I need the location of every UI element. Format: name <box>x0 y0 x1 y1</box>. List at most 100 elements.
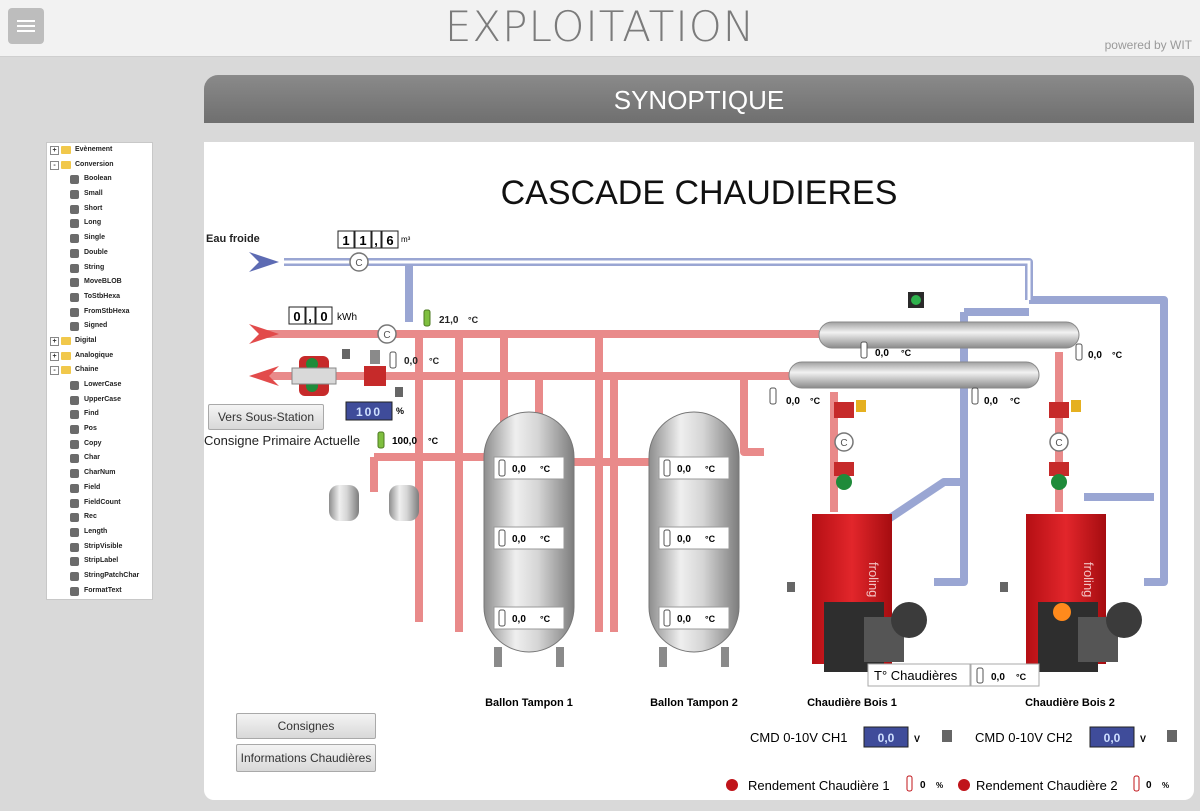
function-icon <box>70 586 79 596</box>
expansion-vessels <box>329 485 419 521</box>
tree-expander-icon[interactable]: - <box>50 160 59 170</box>
tree-item[interactable]: Boolean <box>47 172 152 187</box>
boiler-1-brand: froling <box>866 562 881 597</box>
tree-item-label: Single <box>84 234 106 242</box>
tree-expander-icon[interactable]: + <box>50 146 59 155</box>
tree-item[interactable]: Copy <box>47 437 152 452</box>
tree-item[interactable]: MoveBLOB <box>47 275 152 290</box>
tree-item[interactable]: FromStbHexa <box>47 305 152 320</box>
tank-temperature-unit: °C <box>705 464 716 474</box>
boiler-2-pump-symbol: C <box>1055 438 1062 449</box>
boiler-1-pump-symbol: C <box>840 438 847 449</box>
tank-temperature-unit: °C <box>540 464 551 474</box>
informations-chaudieres-button[interactable]: Informations Chaudières <box>236 744 376 772</box>
tree-item-label: Find <box>84 410 99 418</box>
tree-item[interactable]: +Digital <box>47 334 152 349</box>
folder-icon <box>61 336 71 345</box>
thermometer-icon <box>976 667 984 684</box>
settings-icon[interactable] <box>787 582 795 592</box>
thermometer-icon <box>906 775 913 792</box>
tree-item[interactable]: -Conversion <box>47 158 152 173</box>
tank-temperature-value: 0,0 <box>677 614 691 625</box>
tree-item[interactable]: Pos <box>47 422 152 437</box>
rendement-1-value: 0 <box>920 780 926 791</box>
tree-item[interactable]: +Analogique <box>47 349 152 364</box>
tree-item-label: Evènement <box>75 146 113 153</box>
thermometer-icon <box>1133 775 1140 792</box>
tree-item[interactable]: FormatText <box>47 584 152 599</box>
thermometer-icon <box>769 387 777 405</box>
tree-item[interactable]: Find <box>47 407 152 422</box>
return-temperature-unit: °C <box>429 356 440 366</box>
consignes-button[interactable]: Consignes <box>236 713 376 739</box>
tree-item[interactable]: StringPatchChar <box>47 569 152 584</box>
tree-item-label: Long <box>84 219 102 227</box>
cmd-ch2-display <box>1089 726 1135 748</box>
settings-icon[interactable] <box>1167 730 1177 742</box>
thermometer-icon <box>663 459 671 477</box>
boilers-temperature-unit: °C <box>1016 672 1027 682</box>
return-collector <box>788 361 1040 389</box>
thermometer-icon <box>423 309 431 327</box>
tree-item[interactable]: CharNum <box>47 466 152 481</box>
water-meter-separator: , <box>374 233 378 248</box>
tree-item-label: FormatText <box>84 586 122 594</box>
function-icon <box>70 483 79 493</box>
tree-item[interactable]: Double <box>47 246 152 261</box>
tree-item[interactable]: Signed <box>47 319 152 334</box>
settings-icon[interactable] <box>342 349 350 359</box>
hamburger-menu-button[interactable] <box>8 8 44 44</box>
tree-item[interactable]: String <box>47 261 152 276</box>
vers-sous-station-button[interactable]: Vers Sous-Station <box>208 404 324 430</box>
tree-item[interactable]: Long <box>47 216 152 231</box>
tree-item[interactable]: UpperCase <box>47 393 152 408</box>
settings-icon[interactable] <box>942 730 952 742</box>
tree-item[interactable]: Single <box>47 231 152 246</box>
hot-inlet-arrow <box>249 324 279 344</box>
menu-icon-line <box>17 25 35 27</box>
tree-item[interactable]: Small <box>47 187 152 202</box>
tree-item[interactable]: Rec <box>47 510 152 525</box>
water-meter-unit: m³ <box>401 235 411 244</box>
return-temperature-value: 0,0 <box>404 356 418 367</box>
tree-item-label: Small <box>84 190 103 198</box>
tank-temperature-box <box>658 456 730 480</box>
tree-item[interactable]: + Evènement <box>47 143 152 158</box>
rendement-2-indicator <box>958 779 970 791</box>
tree-expander-icon[interactable]: + <box>50 351 59 361</box>
tree-expander-icon[interactable]: + <box>50 336 59 346</box>
tank-temperature-box <box>493 606 565 630</box>
cmd-ch2-label: CMD 0-10V CH2 <box>975 730 1073 745</box>
tree-item[interactable]: StripVisible <box>47 540 152 555</box>
tree-item[interactable]: -Chaine <box>47 363 152 378</box>
tree-item-label: LowerCase <box>84 381 122 388</box>
tree-item-label: Signed <box>84 322 108 330</box>
return-outlet-arrow <box>249 366 279 386</box>
valve-position-value: 100 <box>356 405 382 419</box>
temperature-unit: °C <box>1112 350 1123 360</box>
rendement-1-indicator <box>726 779 738 791</box>
tree-item[interactable]: ToStbHexa <box>47 290 152 305</box>
boilers-temperature-value: 0,0 <box>991 672 1005 683</box>
tree-expander-icon[interactable]: - <box>50 366 59 376</box>
tank-temperature-unit: °C <box>705 614 716 624</box>
settings-icon[interactable] <box>395 387 403 397</box>
tree-item[interactable]: FieldCount <box>47 496 152 511</box>
function-icon <box>70 513 79 523</box>
tree-item[interactable]: Length <box>47 525 152 540</box>
tank-temperature-value: 0,0 <box>677 464 691 475</box>
tree-item[interactable]: LowerCase <box>47 378 152 393</box>
tree-item[interactable]: StripLabel <box>47 554 152 569</box>
tank-temperature-value: 0,0 <box>512 534 526 545</box>
status-indicator-led <box>911 295 921 305</box>
thermometer-icon <box>663 529 671 547</box>
boilers-temperature-box <box>867 663 971 687</box>
tree-item[interactable]: Char <box>47 451 152 466</box>
tree-item[interactable]: Field <box>47 481 152 496</box>
tree-item-label: StringPatchChar <box>84 571 140 579</box>
function-icon <box>70 234 79 244</box>
settings-icon[interactable] <box>1000 582 1008 592</box>
function-icon <box>70 557 79 567</box>
tree-item[interactable]: Short <box>47 202 152 217</box>
